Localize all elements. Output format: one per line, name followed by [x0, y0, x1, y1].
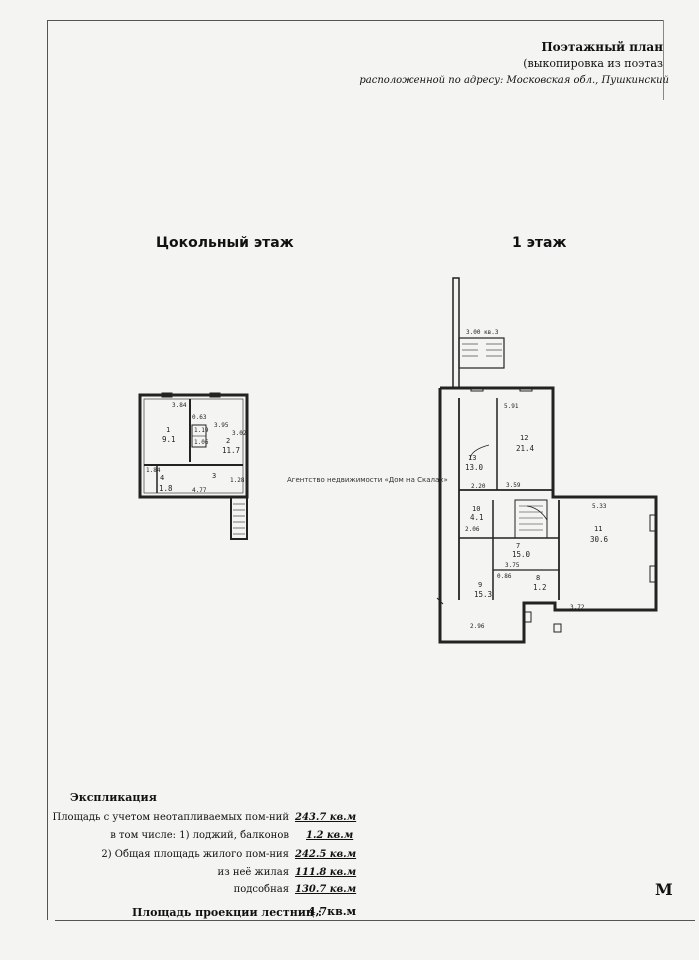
room-area: 15.3: [474, 590, 492, 599]
frame-border-left: [47, 20, 48, 920]
dim-label: 3.00 кв.3: [466, 329, 499, 336]
explication-row: Площадь с учетом неотапливаемых пом-ний: [52, 812, 289, 826]
frame-border-bottom: [55, 920, 695, 921]
first-floor-labels: 3.00 кв.3 5.91 2.20 3.59 2.06 5.33 3.75 …: [465, 329, 609, 630]
dim-label: 3.75: [505, 562, 520, 569]
room-number: 9: [478, 581, 482, 589]
explication-row-label: Площадь с учетом неотапливаемых пом-ний: [52, 812, 289, 823]
room-number: 13: [468, 454, 476, 462]
dim-label: 2.20: [471, 483, 486, 490]
room-number: 2: [226, 437, 230, 445]
room-area: 30.6: [590, 535, 609, 544]
frame-border-right: [663, 20, 664, 100]
explication-row-label: 2) Общая площадь жилого пом-ния: [101, 849, 289, 860]
dim-label: 1.84: [146, 467, 161, 474]
stairs-area-label: Площадь проекции лестниц :: [132, 906, 322, 919]
basement-plan: [138, 392, 249, 540]
dim-label: 3.02: [232, 430, 247, 437]
room-number: 8: [536, 574, 540, 582]
room-area: 1.2: [533, 583, 547, 592]
dim-label: 5.33: [592, 503, 607, 510]
explication-row: из неё жилая: [60, 867, 289, 881]
explication-row-label: подсобная: [233, 884, 289, 895]
explication-row-label: в том числе: 1) лоджий, балконов: [110, 830, 289, 841]
floor-plan-drawing: 3.84 3.95 0.63 1.19 1.06 4.77 1.84 3.02 …: [138, 277, 658, 644]
dim-label: 4.77: [192, 487, 207, 494]
dim-label: 0.86: [497, 573, 512, 580]
agency-watermark: Агентство недвижимости «Дом на Скалах»: [287, 476, 448, 484]
dim-label: 3.84: [172, 402, 187, 409]
room-number: 4: [160, 474, 164, 482]
room-number: 3: [212, 472, 216, 480]
first-floor-label: 1 этаж: [512, 235, 567, 251]
room-number: 7: [516, 542, 520, 550]
dim-label: 0.63: [192, 414, 207, 421]
document-address: расположенной по адресу: Московская обл.…: [359, 75, 669, 86]
dim-label: 1.06: [194, 439, 209, 446]
explication-title: Экспликация: [70, 791, 157, 804]
explication-row-value: 111.8 кв.м: [295, 867, 357, 878]
room-number: 10: [472, 505, 480, 513]
explication-row-value: 1.2 кв.м: [306, 830, 354, 841]
room-area: 1.8: [159, 484, 173, 493]
frame-border-top: [47, 20, 663, 21]
basement-floor-label: Цокольный этаж: [156, 235, 294, 251]
room-number: 11: [594, 525, 602, 533]
room-number: 12: [520, 434, 528, 442]
dim-label: 3.72: [570, 604, 585, 611]
document-title: Поэтажный план: [541, 40, 663, 54]
dim-label: 1.28: [230, 477, 245, 484]
cropped-edge-letter: М: [655, 880, 673, 899]
dim-label: 5.91: [504, 403, 519, 410]
explication-row: в том числе: 1) лоджий, балконов: [60, 830, 289, 844]
first-floor-plan: [436, 277, 658, 644]
explication-row: подсобная: [60, 884, 289, 898]
room-area: 11.7: [222, 446, 240, 455]
dim-label: 2.96: [470, 623, 485, 630]
room-area: 9.1: [162, 435, 176, 444]
explication-row: 2) Общая площадь жилого пом-ния: [60, 849, 289, 863]
explication-row-value: 242.5 кв.м: [295, 849, 357, 860]
room-area: 13.0: [465, 463, 484, 472]
room-area: 21.4: [516, 444, 535, 453]
explication-row-value: 243.7 кв.м: [295, 812, 357, 823]
basement-labels: 3.84 3.95 0.63 1.19 1.06 4.77 1.84 3.02 …: [146, 402, 247, 494]
dim-label: 2.06: [465, 526, 480, 533]
room-area: 4.1: [470, 513, 484, 522]
explication-row-value: 130.7 кв.м: [295, 884, 357, 895]
room-area: 15.0: [512, 550, 531, 559]
dim-label: 3.59: [506, 482, 521, 489]
stairs-area-value: 4,7кв.м: [308, 905, 357, 918]
document-subtitle: (выкопировка из поэтаз: [523, 57, 663, 70]
dim-label: 1.19: [194, 427, 209, 434]
explication-row-label: из неё жилая: [217, 867, 289, 878]
room-number: 1: [166, 426, 170, 434]
dim-label: 3.95: [214, 422, 229, 429]
